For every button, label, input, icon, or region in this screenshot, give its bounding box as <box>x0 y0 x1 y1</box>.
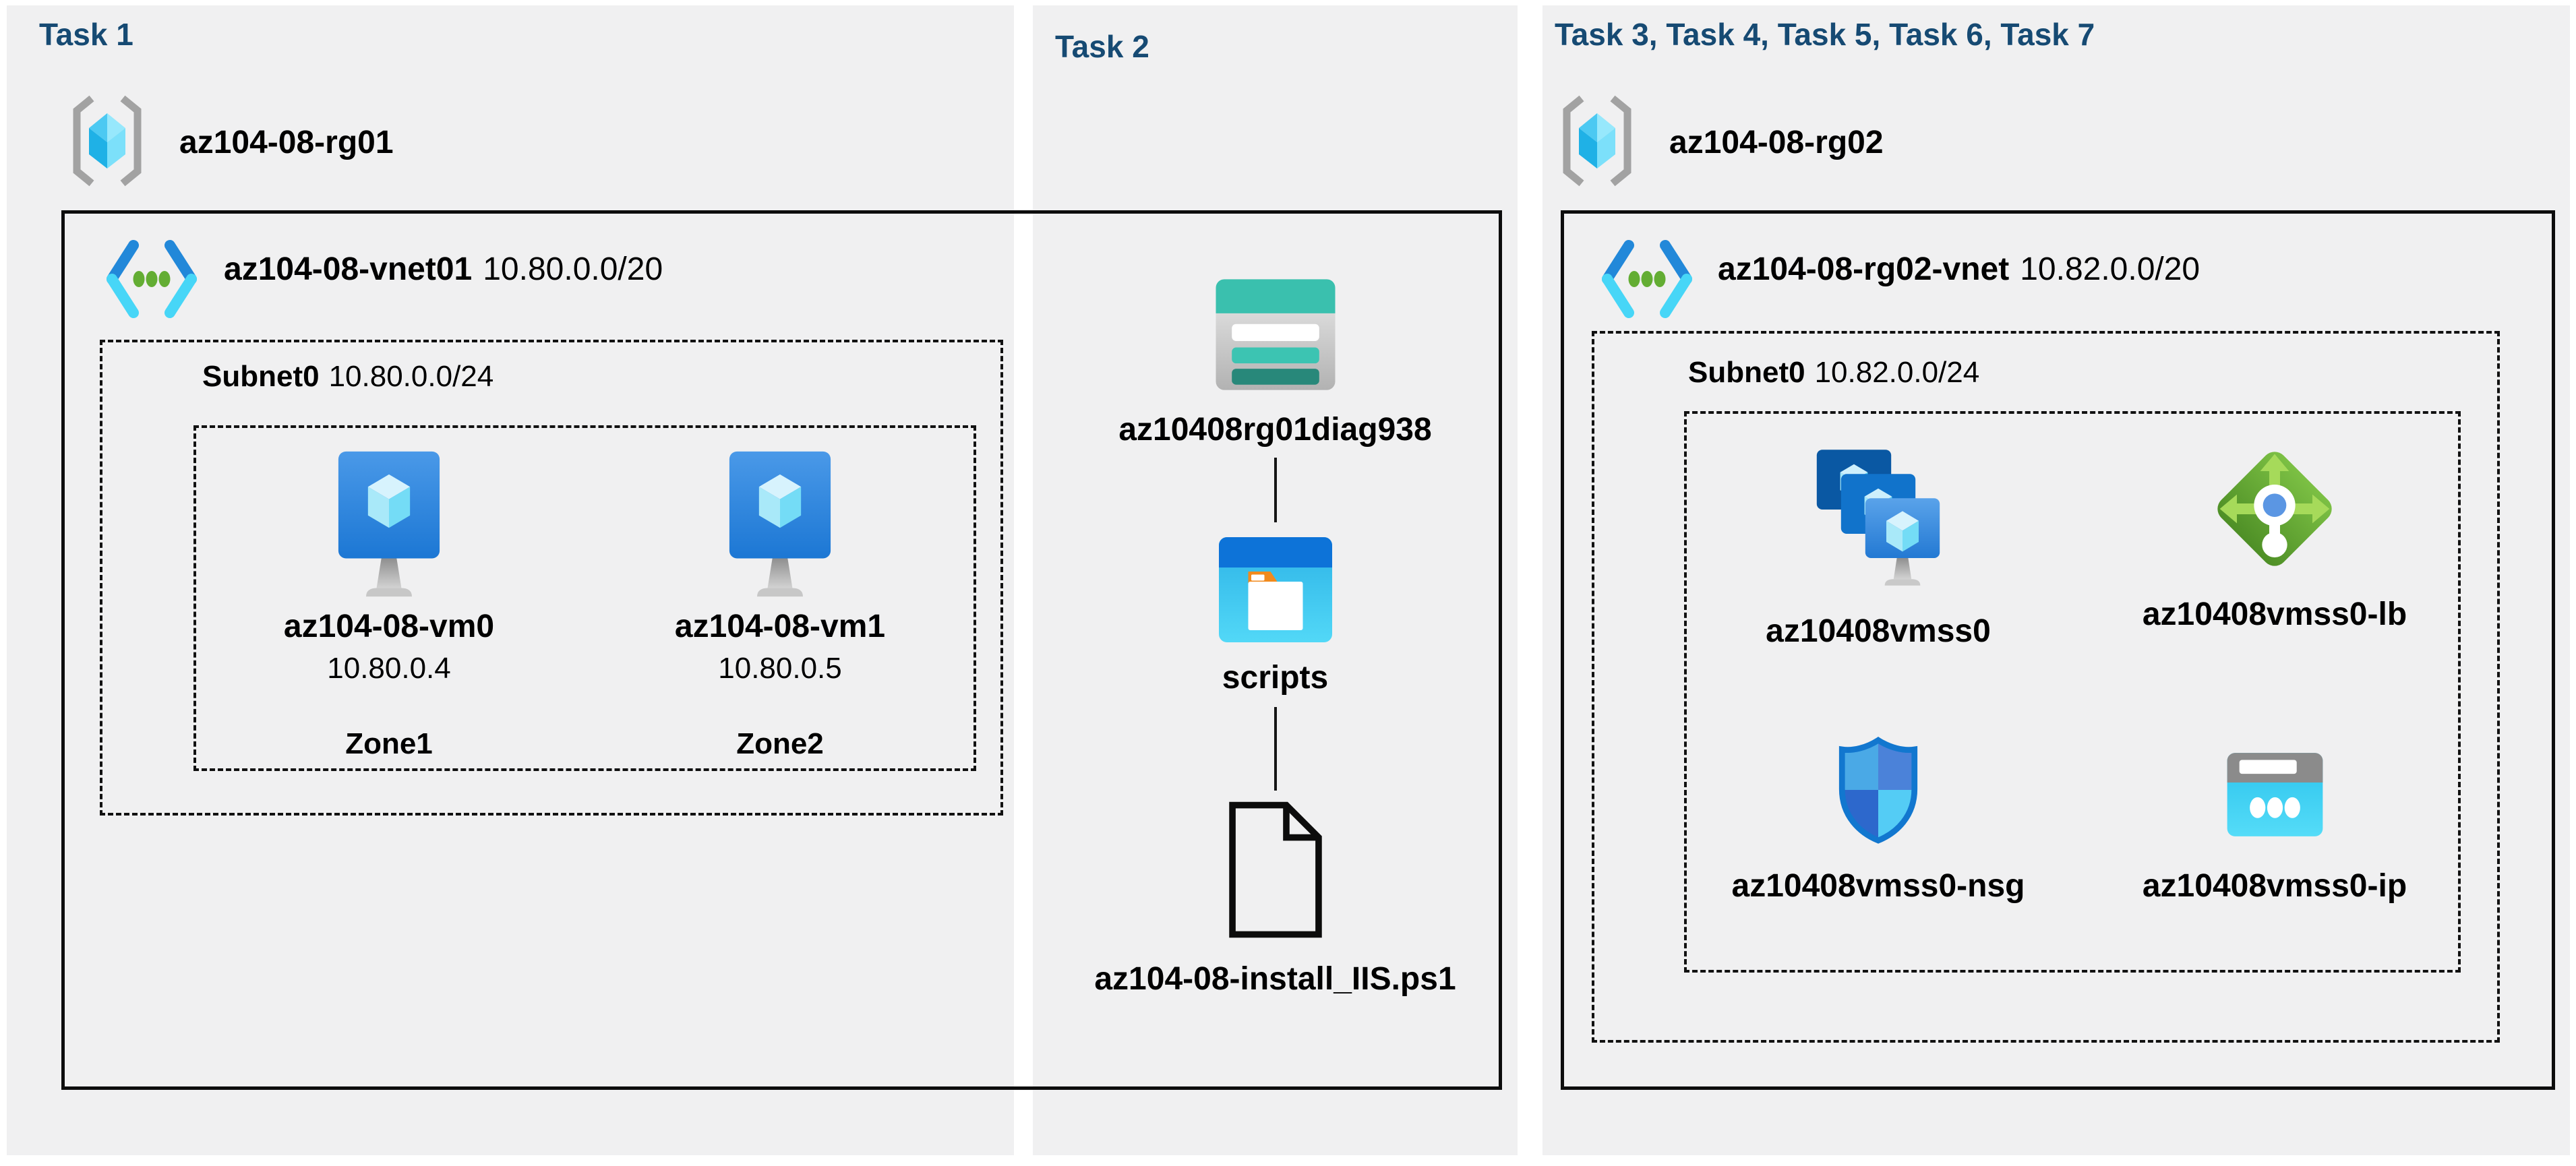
resource-group-1-label: az104-08-rg01 <box>179 125 394 160</box>
virtual-machine-icon <box>723 448 837 604</box>
task2-stack: az10408rg01diag938 scripts az104-08-inst… <box>1033 275 1518 998</box>
public-ip-label: az10408vmss0-ip <box>2142 868 2407 904</box>
script-file-label: az104-08-install_IIS.ps1 <box>1094 961 1456 997</box>
vnet1-name: az104-08-vnet01 <box>224 251 473 287</box>
vnet2-box <box>1561 210 2555 1090</box>
vm-zone-box <box>193 425 976 771</box>
load-balancer-icon <box>2207 441 2342 580</box>
subnet0-box-2 <box>1592 331 2500 1043</box>
vm1-ip: 10.80.0.5 <box>718 652 842 685</box>
vnet1-box <box>61 210 1502 1090</box>
vm0-cell: az104-08-vm0 10.80.0.4 Zone1 <box>193 448 585 761</box>
nsg-label: az10408vmss0-nsg <box>1731 868 2025 904</box>
vm-scale-set-icon <box>1814 445 1943 602</box>
public-ip-icon <box>2223 749 2327 843</box>
vnet1-label: az104-08-vnet01 10.80.0.0/20 <box>224 251 663 288</box>
load-balancer-label: az10408vmss0-lb <box>2142 596 2407 632</box>
task1-title: Task 1 <box>39 17 133 52</box>
subnet0-name-2: Subnet0 <box>1688 356 1805 389</box>
storage-account-icon <box>1211 275 1340 398</box>
script-file-icon <box>1222 799 1329 944</box>
resource-group-1: az104-08-rg01 <box>63 93 394 192</box>
vnet2-cidr: 10.82.0.0/20 <box>2020 251 2200 287</box>
subnet0-cidr-2: 10.82.0.0/24 <box>1814 356 1980 389</box>
public-ip-cell: az10408vmss0-ip <box>2080 749 2469 904</box>
vm1-zone: Zone2 <box>736 727 824 760</box>
vnet1-cidr: 10.80.0.0/20 <box>483 251 663 287</box>
vnet2-label: az104-08-rg02-vnet 10.82.0.0/20 <box>1718 251 2200 288</box>
storage-account-label: az10408rg01diag938 <box>1118 412 1432 448</box>
blob-container-icon <box>1215 533 1336 650</box>
panel-task3 <box>1542 5 2570 1155</box>
blob-container-label: scripts <box>1222 660 1329 696</box>
load-balancer-cell: az10408vmss0-lb <box>2080 441 2469 633</box>
connector-line <box>1274 707 1277 791</box>
task2-title: Task 2 <box>1055 29 1149 64</box>
network-security-group-icon <box>1831 733 1925 850</box>
vmss-cell: az10408vmss0 <box>1684 445 2072 650</box>
connector-line <box>1274 458 1277 522</box>
subnet0-box-1 <box>100 340 1003 816</box>
subnet0-label-2: Subnet0 10.82.0.0/24 <box>1688 356 1979 390</box>
virtual-machine-icon <box>332 448 446 604</box>
subnet0-cidr-1: 10.80.0.0/24 <box>328 360 494 393</box>
vnet-icon <box>1596 237 1698 335</box>
resource-group-2-label: az104-08-rg02 <box>1669 125 1884 160</box>
resource-group-icon <box>63 93 151 192</box>
panel-task1 <box>7 5 1014 1155</box>
vmss-label: az10408vmss0 <box>1766 613 1991 649</box>
vnet2-name: az104-08-rg02-vnet <box>1718 251 2010 287</box>
task3-title: Task 3, Task 4, Task 5, Task 6, Task 7 <box>1555 17 2095 52</box>
vm1-name: az104-08-vm1 <box>674 609 886 644</box>
resource-group-2: az104-08-rg02 <box>1553 93 1884 192</box>
vm0-ip: 10.80.0.4 <box>327 652 451 685</box>
vm0-name: az104-08-vm0 <box>283 609 495 644</box>
subnet0-name-1: Subnet0 <box>202 360 320 393</box>
resource-group-icon <box>1553 93 1641 192</box>
vm1-cell: az104-08-vm1 10.80.0.5 Zone2 <box>585 448 976 761</box>
vnet-icon <box>101 237 202 335</box>
vm0-zone: Zone1 <box>345 727 433 760</box>
nsg-cell: az10408vmss0-nsg <box>1684 733 2072 904</box>
vmss-resources-box <box>1684 411 2461 973</box>
